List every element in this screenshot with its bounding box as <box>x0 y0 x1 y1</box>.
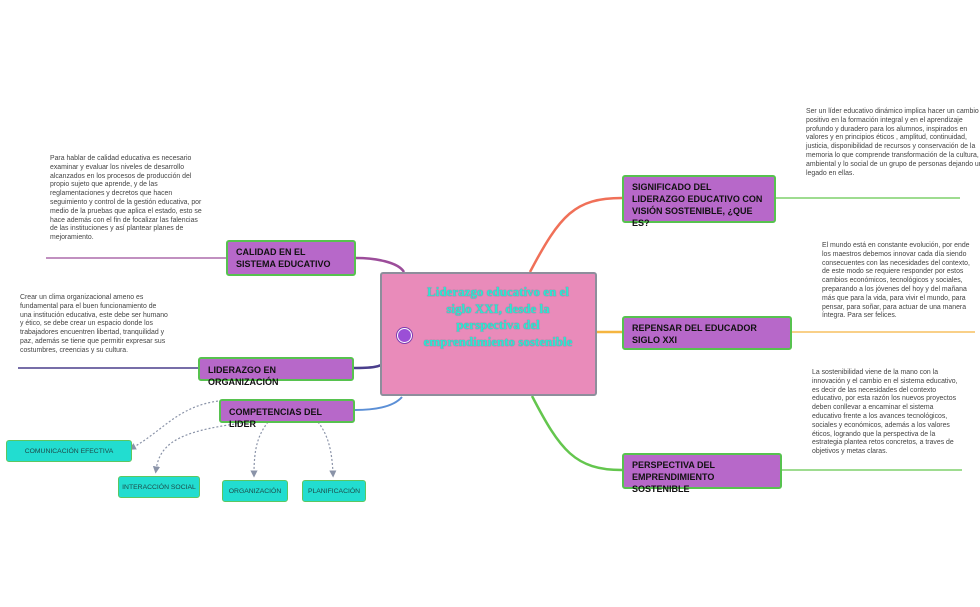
note-liderazgo: Crear un clima organizacional ameno es f… <box>20 294 168 354</box>
subtopic-interaccion[interactable]: INTERACCIÓN SOCIAL <box>118 476 200 498</box>
topic-significado-label: SIGNIFICADO DEL LIDERAZGO EDUCATIVO CON … <box>632 182 763 228</box>
link-organizacion <box>250 421 269 478</box>
topic-competencias-label: COMPETENCIAS DEL LIDER <box>229 407 322 429</box>
note-significado: Ser un líder educativo dinámico implica … <box>806 108 980 177</box>
link-comunicacion <box>128 399 231 450</box>
link-interaccion <box>152 421 251 474</box>
subtopic-planificacion[interactable]: PLANIFICACIÓN <box>302 480 366 502</box>
topic-liderazgo[interactable]: LIDERAZGO EN ORGANIZACIÓN <box>198 357 354 387</box>
topic-calidad-label: CALIDAD EN EL SISTEMA EDUCATIVO <box>236 247 331 269</box>
branch-calidad <box>355 256 406 273</box>
central-dot-icon <box>397 328 412 343</box>
branch-competencias <box>354 396 403 411</box>
topic-competencias[interactable]: COMPETENCIAS DEL LIDER <box>219 399 355 429</box>
topic-repensar[interactable]: REPENSAR DEL EDUCADOR SIGLO XXI <box>622 316 792 350</box>
topic-significado[interactable]: SIGNIFICADO DEL LIDERAZGO EDUCATIVO CON … <box>622 175 776 228</box>
central-title: Liderazgo educativo en el siglo XXI, des… <box>423 284 573 349</box>
subtopic-comunicacion[interactable]: COMUNICACIÓN EFECTIVA <box>6 440 132 462</box>
topic-repensar-label: REPENSAR DEL EDUCADOR SIGLO XXI <box>632 323 757 345</box>
topic-calidad[interactable]: CALIDAD EN EL SISTEMA EDUCATIVO <box>226 240 356 276</box>
topic-perspectiva-label: PERSPECTIVA DEL EMPRENDIMIENTO SOSTENIBL… <box>632 460 715 494</box>
subtopic-organizacion[interactable]: ORGANIZACIÓN <box>222 480 288 502</box>
note-perspectiva: La sostenibilidad viene de la mano con l… <box>812 369 958 456</box>
branch-perspectiva <box>530 395 623 472</box>
link-planificacion <box>317 421 337 478</box>
central-topic[interactable]: Liderazgo educativo en el siglo XXI, des… <box>380 272 597 396</box>
branch-significado <box>528 196 623 273</box>
note-calidad: Para hablar de calidad educativa es nece… <box>50 155 202 242</box>
note-repensar: El mundo está en constante evolución, po… <box>822 242 970 320</box>
topic-liderazgo-label: LIDERAZGO EN ORGANIZACIÓN <box>208 365 279 387</box>
topic-perspectiva[interactable]: PERSPECTIVA DEL EMPRENDIMIENTO SOSTENIBL… <box>622 453 782 494</box>
